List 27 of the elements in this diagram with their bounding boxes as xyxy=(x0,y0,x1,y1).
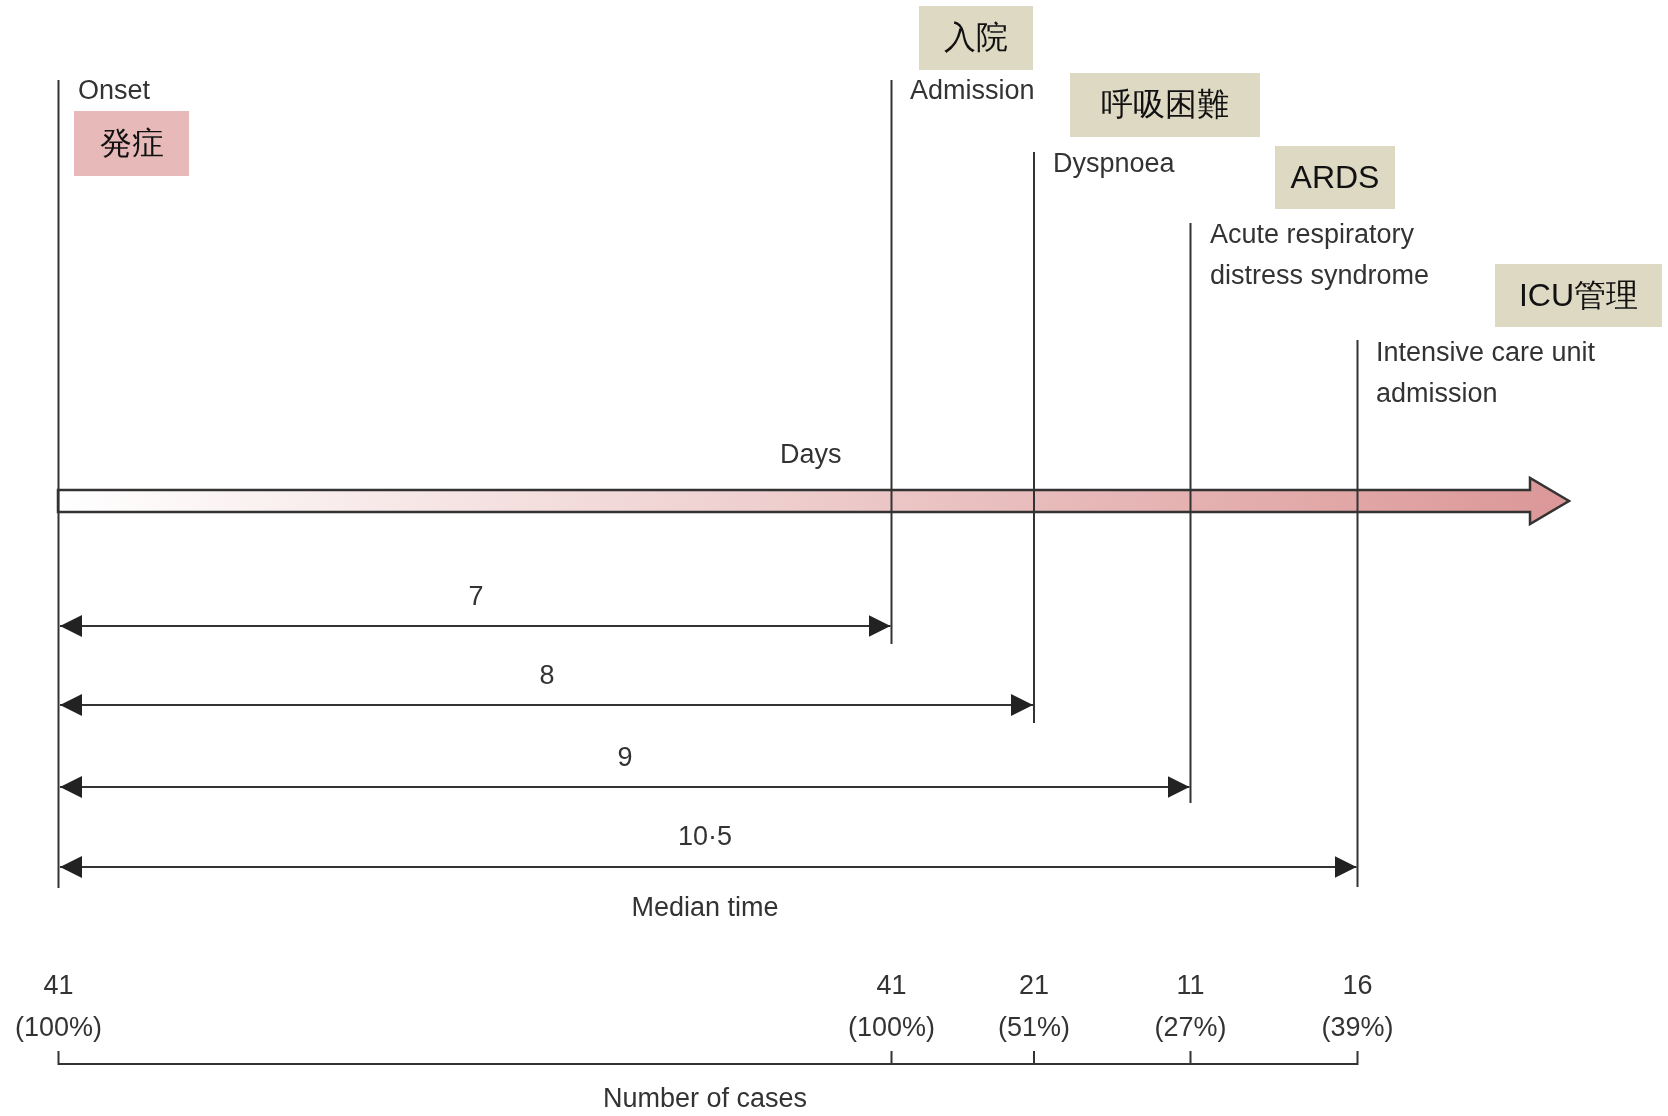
event-tag: ARDS xyxy=(1275,146,1395,209)
axis-label: (39%) xyxy=(1321,1011,1394,1043)
axis-label: 7 xyxy=(468,580,484,612)
axis-label: 21 xyxy=(1019,969,1049,1001)
event-tag: 呼吸困難 xyxy=(1070,73,1260,137)
axis-label: 41 xyxy=(876,969,907,1001)
event-label: Onset xyxy=(78,74,152,107)
event-tag: 入院 xyxy=(919,6,1033,70)
event-label: Dyspnoea xyxy=(1053,147,1176,180)
axis-label: (51%) xyxy=(998,1011,1070,1043)
axis-label: 41 xyxy=(43,969,74,1001)
axis-label: 16 xyxy=(1342,969,1373,1001)
axis-label: 11 xyxy=(1176,969,1205,1001)
event-tag: ICU管理 xyxy=(1495,264,1662,327)
axis-label: 8 xyxy=(539,659,555,691)
axis-label: Number of cases xyxy=(602,1082,808,1114)
event-label: Intensive care unit admission xyxy=(1376,336,1596,410)
axis-label: Days xyxy=(780,438,842,470)
axis-label: (100%) xyxy=(15,1011,102,1043)
axis-label: (100%) xyxy=(848,1011,935,1043)
axis-label: 10·5 xyxy=(678,820,732,852)
axis-label: (27%) xyxy=(1154,1011,1227,1043)
axis-label: 9 xyxy=(617,741,633,773)
axis-label: Median time xyxy=(631,891,779,923)
event-label: Acute respiratory distress syndrome xyxy=(1210,218,1431,292)
event-label: Admission xyxy=(910,74,1036,107)
event-tag: 発症 xyxy=(74,111,189,176)
